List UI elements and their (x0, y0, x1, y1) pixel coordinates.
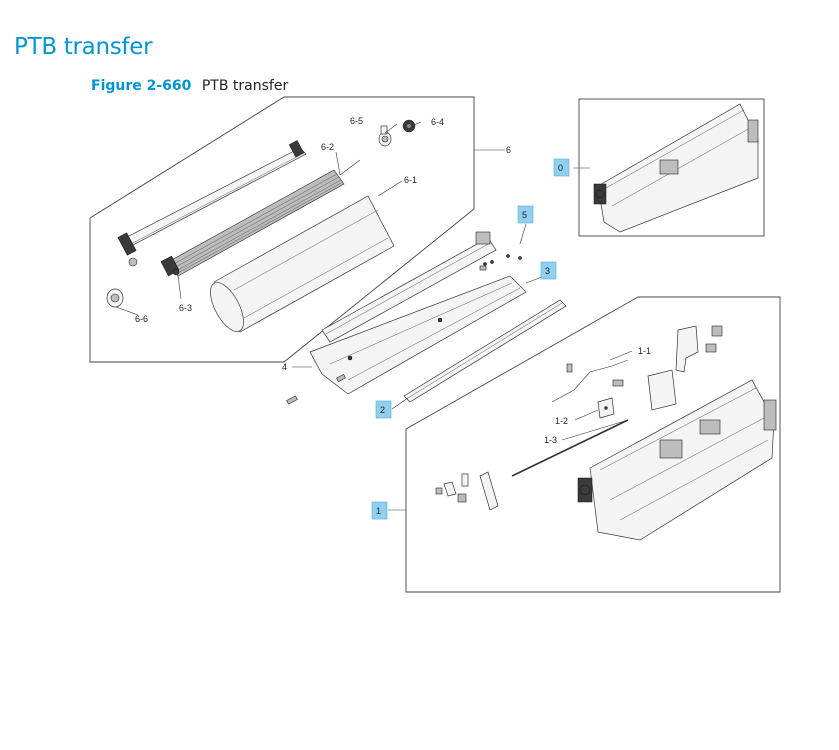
gear-6-4 (402, 119, 416, 133)
transfer-roller-6-2 (160, 159, 361, 277)
rod-1-3 (511, 419, 629, 477)
figure-caption-text: PTB transfer (201, 78, 289, 94)
callout-0-label: 0 (558, 163, 563, 173)
callout-5: 5 (517, 205, 534, 224)
figure-caption: Figure 2-660 PTB transfer (91, 78, 288, 94)
main-frame-1 (577, 379, 777, 541)
link-parts (435, 471, 499, 511)
roller-sleeve-6-1 (210, 195, 395, 333)
assembly-0 (593, 103, 759, 233)
bracket-parts (675, 325, 723, 373)
label-1-3: 1-3 (544, 435, 557, 445)
callout-2: 2 (375, 400, 392, 419)
label-6: 6 (506, 145, 511, 155)
plate-1-3 (647, 369, 677, 411)
label-6-4: 6-4 (431, 117, 444, 127)
label-4: 4 (282, 362, 287, 372)
page-title: PTB transfer (14, 34, 153, 60)
assembly-0-frame (578, 98, 765, 237)
label-1-1: 1-1 (638, 346, 651, 356)
bushing-6-5 (378, 125, 392, 147)
callout-0: 0 (553, 158, 570, 177)
callout-1-label: 1 (376, 506, 381, 516)
sensor-1-1 (551, 359, 629, 403)
label-6-3: 6-3 (179, 303, 192, 313)
label-6-1: 6-1 (404, 175, 417, 185)
label-6-2: 6-2 (321, 142, 334, 152)
figure-number: Figure 2-660 (91, 78, 192, 94)
roller-bracket-6-2 (117, 140, 307, 267)
label-1-2: 1-2 (555, 416, 568, 426)
sensor-1-2 (597, 397, 615, 419)
callout-2-label: 2 (380, 405, 385, 415)
callout-3-label: 3 (545, 266, 550, 276)
label-6-5: 6-5 (350, 116, 363, 126)
callout-3: 3 (540, 261, 557, 280)
group-1-frame (405, 296, 781, 593)
callout-5-label: 5 (522, 210, 527, 220)
group-6-frame (89, 96, 475, 363)
guide-plate-2 (403, 299, 567, 403)
frame-3 (309, 275, 527, 395)
callout-1: 1 (371, 501, 388, 520)
guide-5 (321, 231, 522, 343)
label-6-6: 6-6 (135, 314, 148, 324)
screws (286, 265, 487, 405)
bushing-6-6 (106, 288, 124, 308)
